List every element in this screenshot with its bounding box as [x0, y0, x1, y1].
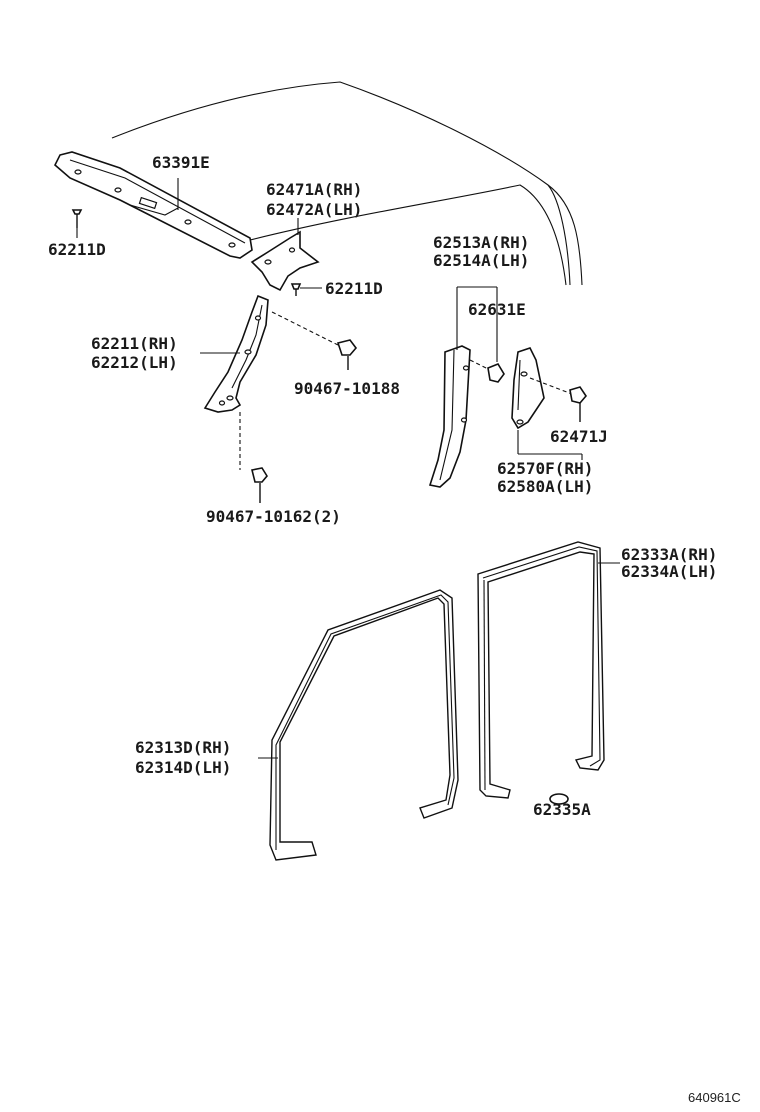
- label-62514a: 62514A(LH): [433, 251, 530, 270]
- b-pillar-garnish-62513a: [428, 345, 471, 488]
- roof-header-trim-63391e: [54, 151, 253, 259]
- label-62335a: 62335A: [533, 800, 591, 819]
- label-62211d-center: 62211D: [325, 279, 383, 298]
- label-62570f: 62570F(RH): [497, 459, 594, 478]
- plug-62335a: [549, 793, 569, 808]
- quarter-garnish-62570f: [511, 347, 545, 430]
- label-62333a: 62333A(RH): [621, 545, 718, 564]
- clip-90467-10162: [251, 467, 268, 503]
- label-62313d: 62313D(RH): [135, 738, 232, 757]
- figure-code: 640961C: [688, 1090, 741, 1105]
- label-63391e: 63391E: [152, 153, 210, 172]
- rear-door-weatherstrip-62333a: [477, 541, 605, 799]
- a-pillar-garnish-62211: [203, 294, 269, 413]
- label-62471j: 62471J: [550, 427, 608, 446]
- clip-62211d-left: [71, 209, 83, 238]
- label-62211d-left: 62211D: [48, 240, 106, 259]
- roof-outline-inner: [249, 184, 567, 286]
- corner-garnish-62471a: [250, 230, 320, 292]
- clip-62631e: [487, 363, 505, 383]
- label-62472a: 62472A(LH): [266, 200, 363, 219]
- label-62314d: 62314D(LH): [135, 758, 232, 777]
- label-62513a: 62513A(RH): [433, 233, 530, 252]
- label-62334a: 62334A(LH): [621, 562, 718, 581]
- label-90467-10162: 90467-10162(2): [206, 507, 341, 526]
- clip-62211d-center: [290, 283, 322, 296]
- label-62471a: 62471A(RH): [266, 180, 363, 199]
- label-62580a: 62580A(LH): [497, 477, 594, 496]
- label-62631e: 62631E: [468, 300, 526, 319]
- label-62211: 62211(RH): [91, 334, 178, 353]
- label-62212: 62212(LH): [91, 353, 178, 372]
- label-90467-10188: 90467-10188: [294, 379, 400, 398]
- clip-90467-10188: [336, 339, 358, 370]
- clip-62471j: [569, 386, 588, 422]
- roof-outline: [111, 81, 583, 286]
- front-door-weatherstrip-62313d: [269, 589, 459, 861]
